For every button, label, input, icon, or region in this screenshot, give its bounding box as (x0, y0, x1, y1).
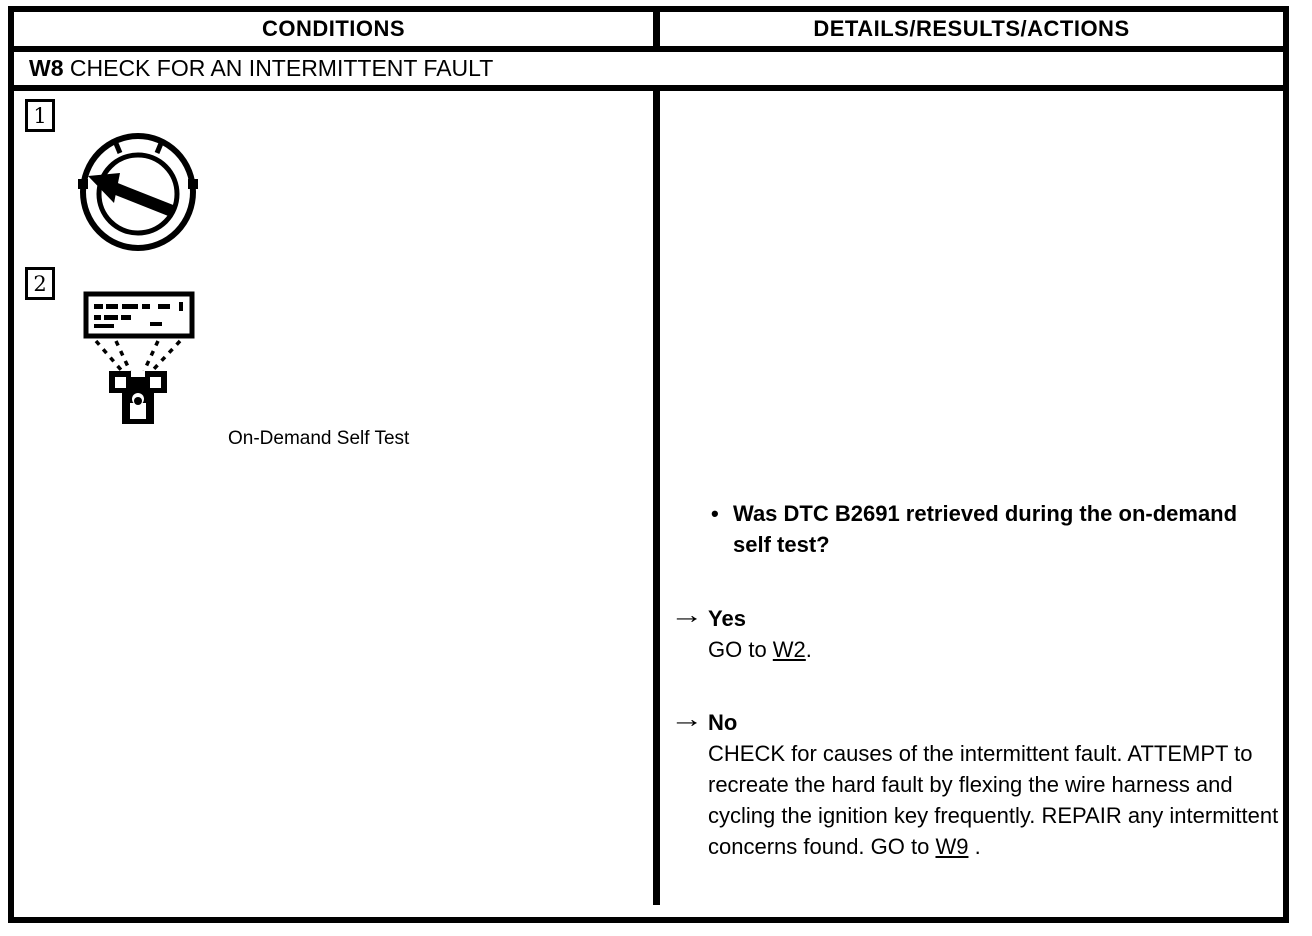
answer-yes-action-suffix: . (805, 637, 812, 662)
answer-no-block: → No CHECK for causes of the intermitten… (660, 705, 1279, 862)
result-arrow-icon: → (670, 601, 704, 629)
step-number-1: 1 (25, 99, 55, 132)
table-header-row: CONDITIONS DETAILS/RESULTS/ACTIONS (14, 12, 1283, 52)
test-step-title: CHECK FOR AN INTERMITTENT FAULT (63, 55, 494, 81)
answer-no-action-suffix: . (968, 834, 981, 859)
answer-yes-block: → Yes GO to W2. (660, 601, 1279, 665)
answer-no-action: CHECK for causes of the intermittent fau… (708, 738, 1279, 862)
conditions-cell: 1 2 (14, 91, 660, 905)
scan-tool-icon (83, 291, 195, 424)
answer-yes-action-text: GO to (708, 637, 773, 662)
conditions-column-header: CONDITIONS (14, 12, 660, 46)
result-arrow-icon: → (670, 705, 704, 733)
test-question-text: Was DTC B2691 retrieved during the on-de… (733, 501, 1238, 557)
answer-yes-label: Yes (708, 606, 746, 631)
link-w9[interactable]: W9 (935, 834, 969, 859)
test-step-title-row: W8 CHECK FOR AN INTERMITTENT FAULT (14, 52, 1283, 91)
answer-no-action-text: CHECK for causes of the intermittent fau… (708, 741, 1279, 859)
test-step-body-row: 1 2 (14, 91, 1283, 905)
bullet-icon: • (711, 501, 719, 526)
on-demand-self-test-caption: On-Demand Self Test (228, 428, 410, 449)
test-step-id: W8 (29, 55, 64, 81)
answer-yes-action: GO to W2. (708, 634, 1279, 665)
pinpoint-test-table: CONDITIONS DETAILS/RESULTS/ACTIONS W8 CH… (8, 6, 1289, 923)
details-results-actions-cell: • Was DTC B2691 retrieved during the on-… (660, 91, 1283, 905)
link-w2[interactable]: W2 (772, 637, 806, 662)
test-question: • Was DTC B2691 retrieved during the on-… (660, 498, 1277, 560)
answer-no-label: No (708, 710, 738, 735)
details-results-actions-column-header: DETAILS/RESULTS/ACTIONS (813, 16, 1130, 41)
step-number-2: 2 (25, 267, 55, 300)
ignition-key-icon (78, 133, 198, 251)
